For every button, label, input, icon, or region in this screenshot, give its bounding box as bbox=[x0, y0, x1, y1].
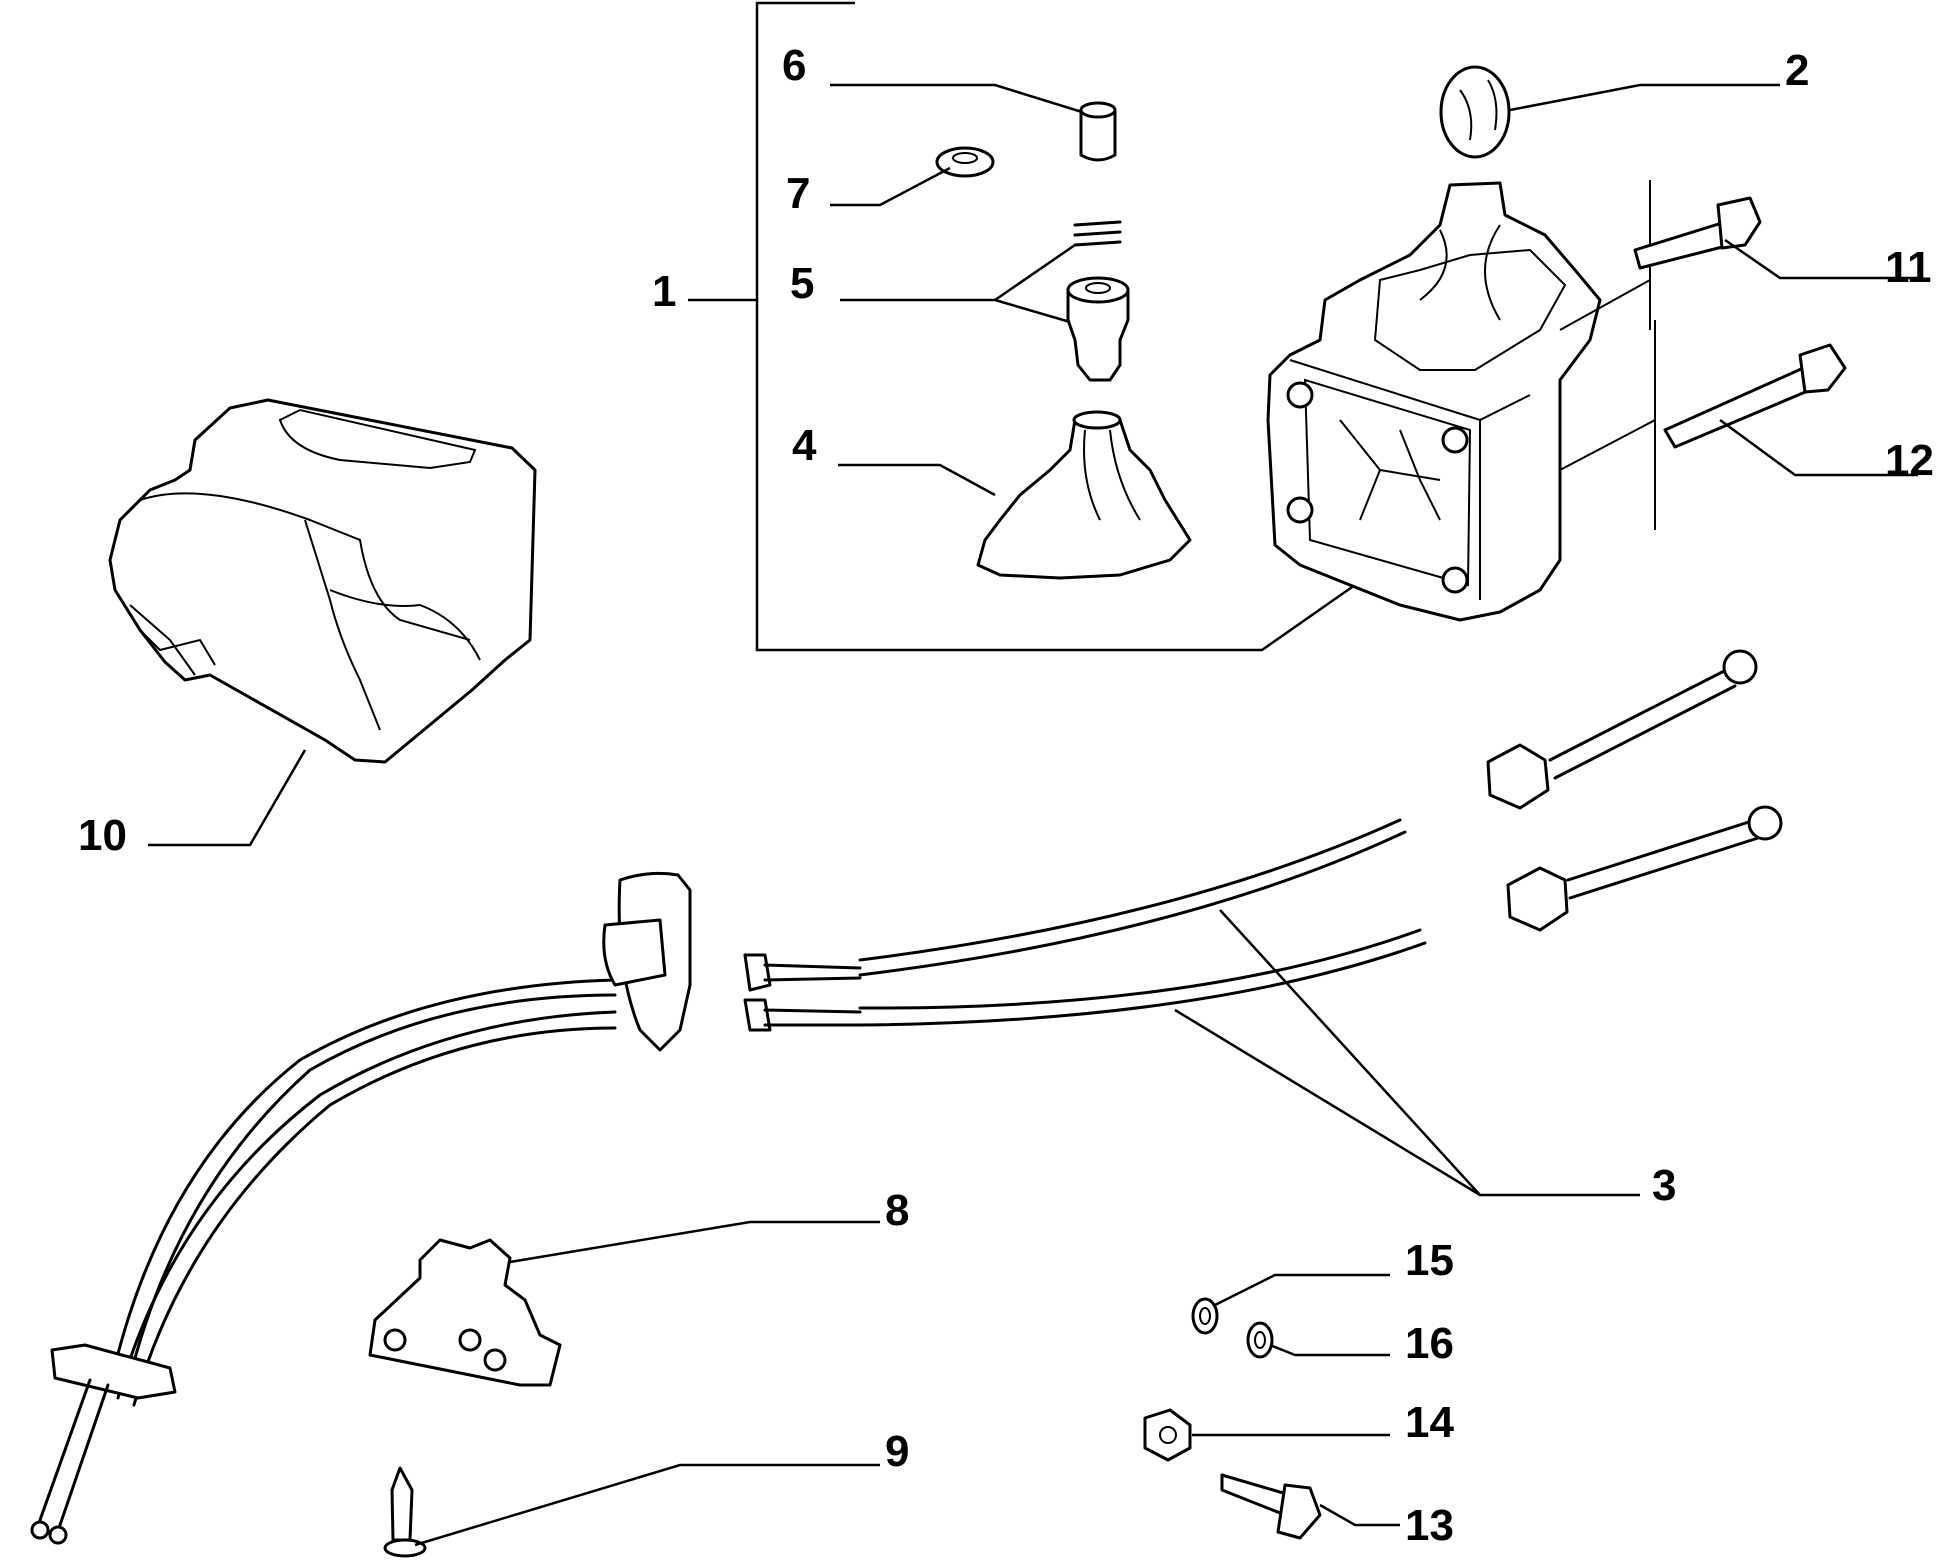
callout-13: 13 bbox=[1405, 1501, 1454, 1550]
gear-lever-housing-part bbox=[1266, 180, 1656, 622]
bolt-part bbox=[1220, 1473, 1322, 1540]
callout-labels: 1 2 3 4 5 6 7 8 9 10 11 12 13 14 15 16 bbox=[78, 41, 1934, 1550]
bolt-part bbox=[1663, 343, 1847, 449]
callout-6: 6 bbox=[782, 41, 806, 90]
bolt-part bbox=[1633, 196, 1762, 270]
bushing-part bbox=[1066, 220, 1130, 382]
callout-9: 9 bbox=[885, 1427, 909, 1476]
callout-8: 8 bbox=[885, 1186, 909, 1235]
callout-1: 1 bbox=[652, 267, 676, 316]
lever-boot-part bbox=[976, 410, 1192, 580]
washer-part bbox=[1191, 1297, 1219, 1335]
callout-16: 16 bbox=[1405, 1319, 1454, 1368]
callout-12: 12 bbox=[1885, 436, 1934, 485]
nut-part bbox=[1143, 1408, 1192, 1462]
callout-7: 7 bbox=[786, 169, 810, 218]
callout-2: 2 bbox=[1785, 46, 1809, 95]
callout-3: 3 bbox=[1652, 1161, 1676, 1210]
callout-5: 5 bbox=[790, 259, 814, 308]
leader-lines bbox=[148, 83, 1920, 1547]
gearshift-cables-part bbox=[30, 649, 1783, 1545]
cover-part bbox=[108, 398, 537, 764]
callout-4: 4 bbox=[792, 421, 817, 470]
callout-15: 15 bbox=[1405, 1236, 1454, 1285]
callout-10: 10 bbox=[78, 811, 127, 860]
callout-14: 14 bbox=[1405, 1398, 1454, 1447]
assembly-bracket bbox=[688, 1, 1356, 652]
callout-11: 11 bbox=[1885, 243, 1932, 292]
cable-bracket-part bbox=[368, 1238, 562, 1387]
ring-part bbox=[935, 146, 995, 178]
gear-knob-part bbox=[1439, 65, 1511, 159]
sleeve-part bbox=[1079, 101, 1117, 162]
washer-part bbox=[1246, 1321, 1274, 1359]
